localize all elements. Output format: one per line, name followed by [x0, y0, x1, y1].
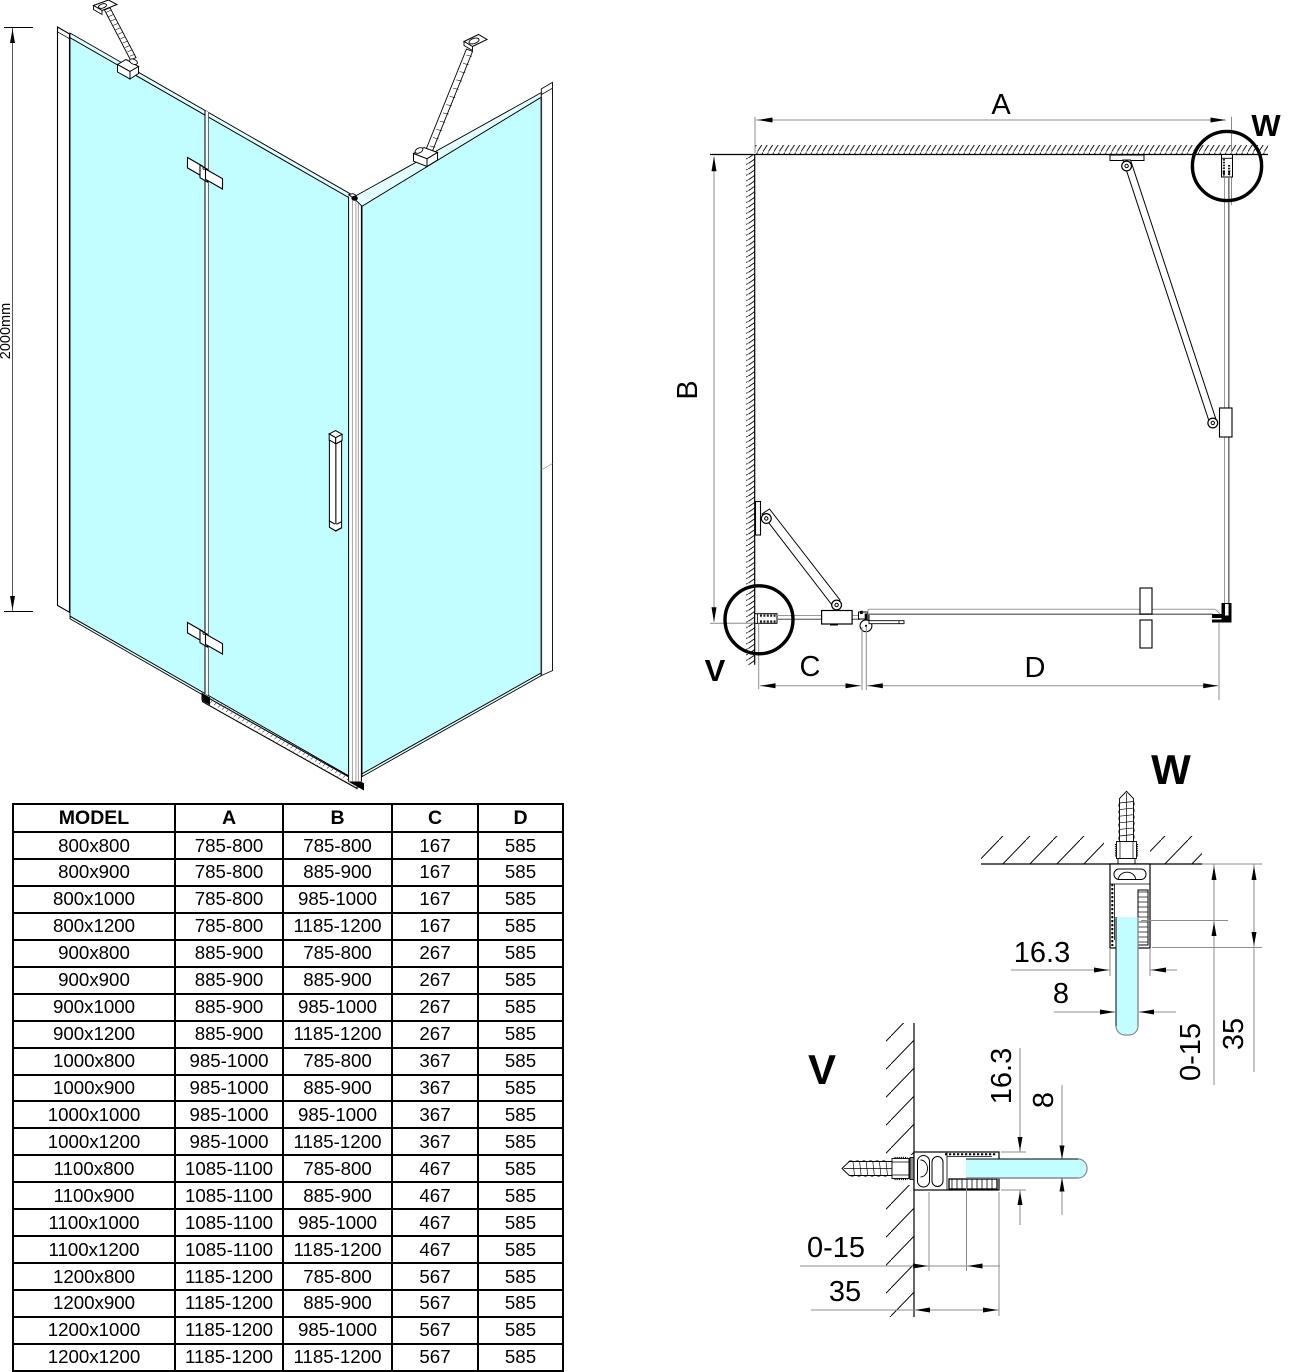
- svg-text:8: 8: [1028, 1092, 1060, 1108]
- svg-text:35: 35: [1218, 1018, 1250, 1050]
- svg-text:C: C: [800, 651, 821, 683]
- svg-text:W: W: [1151, 746, 1191, 793]
- svg-text:2000mm: 2000mm: [0, 303, 14, 359]
- svg-text:B: B: [672, 380, 704, 399]
- svg-text:0-15: 0-15: [807, 1232, 865, 1264]
- svg-text:V: V: [705, 653, 726, 688]
- svg-text:8: 8: [1053, 978, 1069, 1010]
- svg-text:16.3: 16.3: [986, 1048, 1018, 1104]
- svg-text:0-15: 0-15: [1175, 1023, 1207, 1081]
- svg-text:V: V: [808, 1046, 836, 1093]
- svg-text:35: 35: [829, 1276, 861, 1308]
- svg-text:W: W: [1251, 108, 1281, 143]
- svg-text:16.3: 16.3: [1014, 937, 1070, 969]
- svg-text:D: D: [1025, 652, 1046, 684]
- svg-text:A: A: [991, 89, 1011, 121]
